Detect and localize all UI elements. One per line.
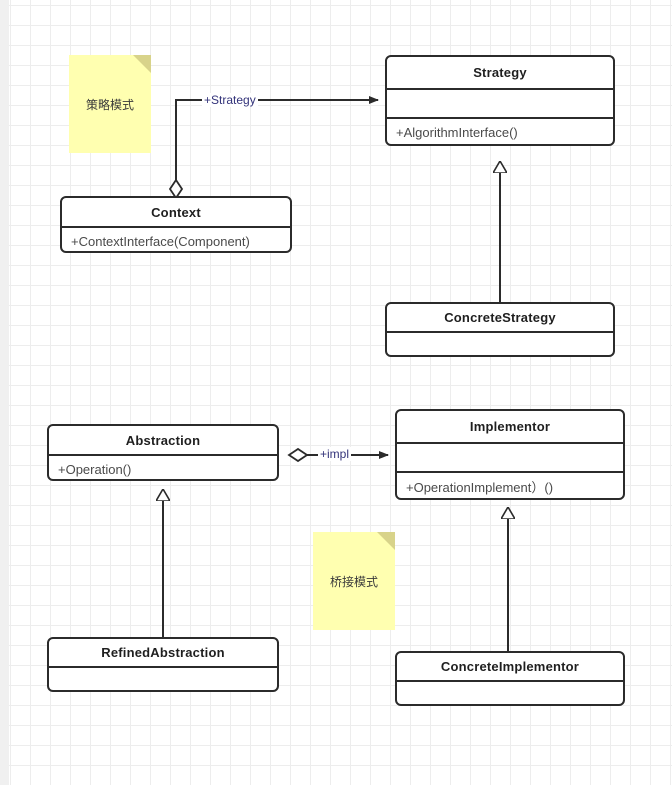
class-box-context[interactable]: Context +ContextInterface(Component) [60, 196, 292, 253]
edge-label-impl: +impl [318, 447, 352, 461]
class-methods-abstraction: +Operation() [49, 454, 277, 479]
sticky-note-bridge-pattern[interactable]: 桥接模式 [313, 532, 395, 630]
class-methods-refinedabstraction [49, 666, 277, 690]
class-attributes-strategy [387, 88, 613, 117]
class-box-implementor[interactable]: Implementor +OperationImplement）() [395, 409, 625, 500]
aggregation-diamond-abstraction [287, 447, 309, 463]
class-box-refinedabstraction[interactable]: RefinedAbstraction [47, 637, 279, 692]
edge-label-strategy: +Strategy [202, 93, 258, 107]
class-box-abstraction[interactable]: Abstraction +Operation() [47, 424, 279, 481]
sticky-note-strategy-pattern[interactable]: 策略模式 [69, 55, 151, 153]
class-title-refinedabstraction: RefinedAbstraction [101, 645, 225, 660]
canvas-left-margin [0, 0, 9, 785]
class-methods-concreteimplementor [397, 680, 623, 704]
class-box-strategy[interactable]: Strategy +AlgorithmInterface() [385, 55, 615, 146]
class-box-concretestrategy[interactable]: ConcreteStrategy [385, 302, 615, 357]
class-title-concreteimplementor: ConcreteImplementor [440, 659, 580, 674]
class-box-concreteimplementor[interactable]: ConcreteImplementor [395, 651, 625, 706]
sticky-note-label: 桥接模式 [329, 574, 378, 589]
class-methods-concretestrategy [387, 331, 613, 355]
class-title-abstraction: Abstraction [125, 432, 201, 448]
class-attributes-implementor [397, 442, 623, 471]
edge-context-to-strategy [168, 96, 379, 200]
class-title-implementor: Implementor [469, 419, 551, 434]
class-methods-implementor: +OperationImplement）() [397, 471, 623, 498]
class-methods-strategy: +AlgorithmInterface() [387, 117, 613, 144]
sticky-fold-icon [377, 532, 395, 550]
sticky-fold-icon [133, 55, 151, 73]
class-title-strategy: Strategy [473, 65, 527, 80]
sticky-note-label: 策略模式 [85, 97, 134, 112]
class-title-concretestrategy: ConcreteStrategy [444, 310, 556, 325]
class-methods-context: +ContextInterface(Component) [62, 226, 290, 251]
class-title-context: Context [151, 204, 201, 220]
